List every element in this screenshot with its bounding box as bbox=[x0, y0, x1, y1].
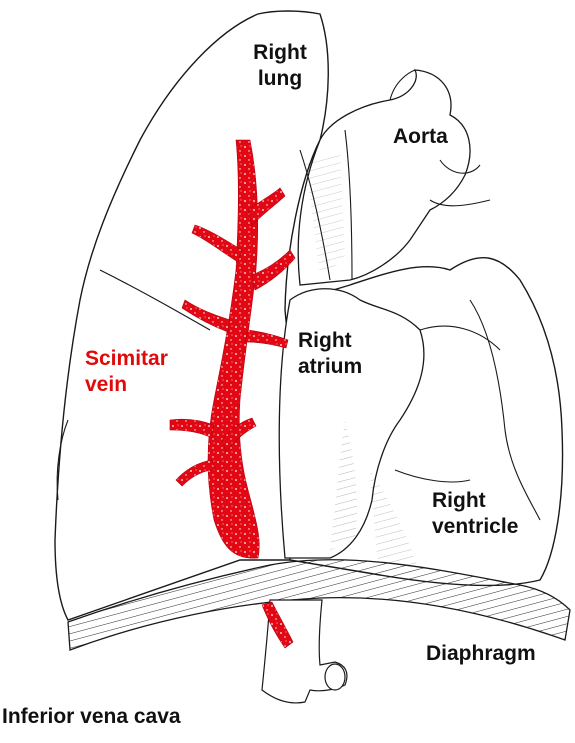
label-aorta: Aorta bbox=[393, 124, 448, 150]
label-right-lung: Right lung bbox=[240, 40, 320, 92]
label-scimitar-vein: Scimitar vein bbox=[85, 346, 168, 398]
label-right-ventricle: Right ventricle bbox=[432, 488, 518, 540]
ivc-cut-end bbox=[325, 664, 345, 690]
label-inferior-vena-cava: Inferior vena cava bbox=[2, 704, 181, 730]
label-diaphragm: Diaphragm bbox=[426, 641, 536, 667]
label-right-atrium: Right atrium bbox=[298, 328, 362, 380]
